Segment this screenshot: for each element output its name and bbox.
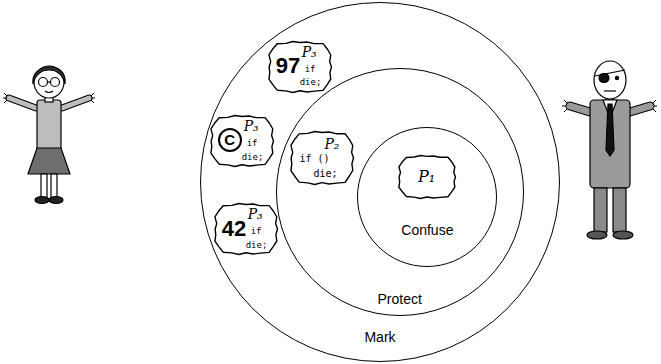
program-label: P₂ (324, 136, 339, 152)
watermark-number: 97 (276, 53, 300, 79)
code-text: if (247, 138, 258, 148)
program-label: P₃ (302, 44, 317, 60)
blob-shape (291, 132, 354, 185)
code-text: die; (313, 168, 337, 179)
blob-shape (269, 41, 332, 92)
code-text: die; (300, 77, 322, 87)
region-label: Protect (277, 291, 523, 307)
code-blob: CP₃ if die; (209, 114, 275, 168)
code-blob: P₁ (397, 154, 457, 200)
protect-region: P₂if () die; P₁ ConfuseProtect (276, 68, 524, 316)
confuse-region: P₁ Confuse (357, 127, 497, 267)
mark-region: 97P₃ifdie;CP₃ifdie;42P₃ifdie;P₂if ()die;… (200, 2, 560, 362)
code-blob: 97P₃ if die; (267, 40, 333, 94)
program-label: P₃ (244, 118, 259, 134)
blob-shape (211, 115, 274, 166)
blob-shape (215, 203, 278, 254)
region-label: Confuse (358, 222, 496, 238)
code-text: die; (242, 152, 264, 162)
code-blob: 42P₃ if die; (213, 202, 279, 256)
region-label: Mark (201, 329, 559, 345)
watermark-number: 42 (222, 216, 246, 242)
program-label: P₃ (248, 206, 263, 222)
code-text: if (251, 226, 262, 236)
man-figure (562, 61, 657, 239)
blob-shape (399, 156, 456, 199)
copyright-mark: C (218, 128, 242, 152)
code-text: if (305, 64, 316, 74)
program-label: P₁ (418, 167, 435, 186)
code-text: if () (299, 153, 329, 164)
girl-figure (3, 66, 95, 204)
code-text: die; (246, 240, 268, 250)
code-blob: P₂if () die; (289, 130, 355, 186)
